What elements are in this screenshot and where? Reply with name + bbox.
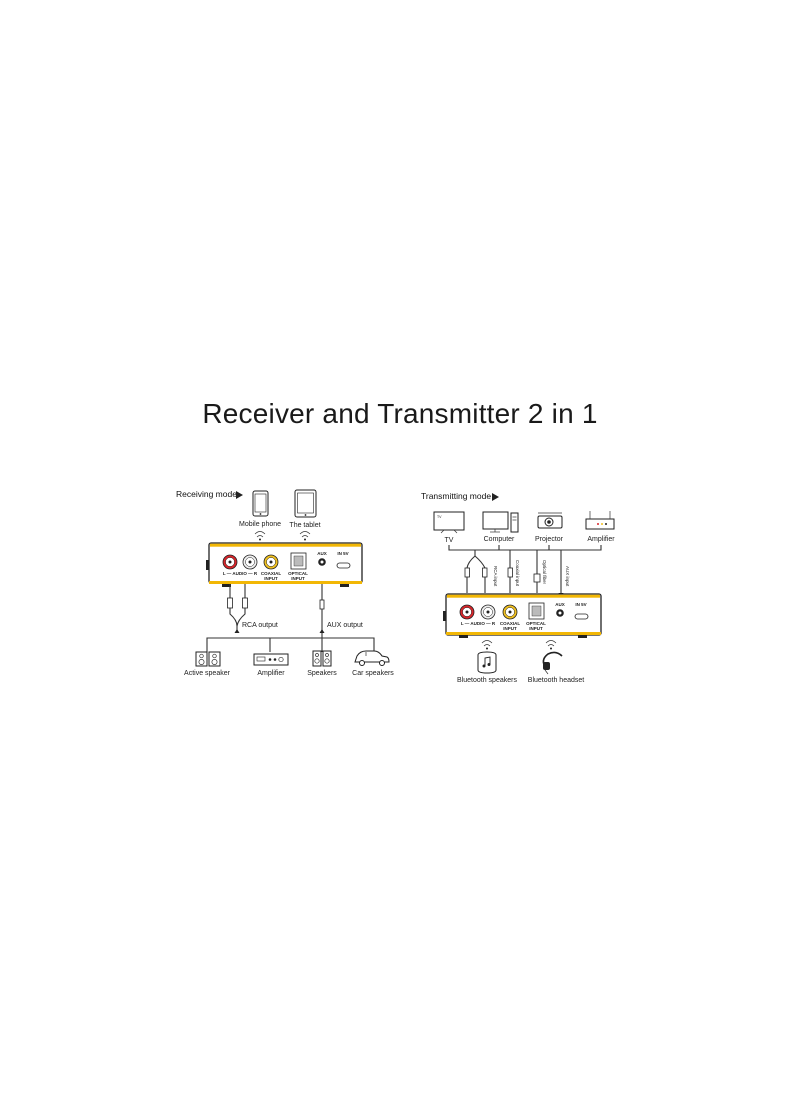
play-arrow-icon: [492, 493, 499, 501]
device-speakers: Speakers: [307, 670, 337, 677]
active-speaker-icon: [195, 651, 221, 667]
optical-input-label: Optical fiber: [542, 560, 547, 585]
port-label-coaxial-sub: INPUT: [503, 626, 517, 631]
bluetooth-speaker-icon: [477, 651, 497, 674]
rca-input-label: RCA input: [493, 566, 498, 587]
port-label-rca: L — AUDIO — R: [223, 571, 258, 576]
computer-icon: [482, 511, 519, 533]
aux-input-label: AUX input: [565, 566, 570, 587]
port-label-aux: AUX: [317, 551, 327, 556]
rca-input-cable: [464, 550, 488, 593]
mobile-phone-icon: [252, 490, 269, 517]
output-bus-line: [206, 637, 375, 652]
port-label-power: IN 5V: [575, 602, 586, 607]
device-amplifier: Amplifier: [257, 670, 285, 677]
tv-icon: TV: [433, 511, 465, 534]
coaxial-input-label: Coaxial input: [515, 560, 520, 587]
play-arrow-icon: [236, 491, 243, 499]
aux-output-label: AUX output: [327, 622, 363, 629]
tv-screen-text: TV: [437, 515, 442, 519]
receiving-mode-panel: Receiving mode Mobile phone The tablet: [176, 489, 394, 677]
device-active-speaker: Active speaker: [184, 670, 231, 677]
page-title: Receiver and Transmitter 2 in 1: [202, 398, 598, 429]
transmitter-device: L — AUDIO — R COAXIAL INPUT OPTICAL INPU…: [443, 593, 602, 638]
port-label-coaxial: COAXIAL: [261, 571, 282, 576]
speakers-icon: [312, 650, 332, 667]
port-label-optical-sub: INPUT: [529, 626, 543, 631]
rca-output-label: RCA output: [242, 622, 278, 629]
source-tablet: The tablet: [289, 522, 320, 529]
wireless-waves-icon: [254, 531, 266, 541]
car-icon: [354, 650, 390, 666]
tablet-icon: [294, 489, 317, 518]
aux-input-cable: [558, 550, 564, 597]
wireless-waves-icon: [299, 531, 311, 541]
device-bluetooth-speakers: Bluetooth speakers: [457, 677, 517, 684]
projector-icon: [537, 512, 563, 529]
port-label-optical: OPTICAL: [526, 621, 546, 626]
coaxial-input-cable: [507, 550, 513, 593]
bluetooth-headset-icon: [542, 651, 563, 675]
device-bluetooth-headset: Bluetooth headset: [528, 677, 584, 684]
port-label-coaxial: COAXIAL: [500, 621, 521, 626]
receiver-device: L — AUDIO — R COAXIAL INPUT OPTICAL INPU…: [206, 542, 363, 587]
transmitting-mode-panel: Transmitting mode TV TV Computer Proje: [421, 491, 615, 684]
aux-cable: [319, 584, 325, 633]
optical-input-cable: [533, 550, 541, 593]
source-mobile-phone: Mobile phone: [239, 521, 281, 528]
rca-cable: [227, 584, 248, 633]
port-label-optical-sub: INPUT: [291, 576, 305, 581]
transmitting-mode-label: Transmitting mode: [421, 491, 491, 501]
port-label-power: IN 5V: [337, 551, 348, 556]
device-car-speakers: Car speakers: [352, 670, 394, 677]
wireless-waves-icon: [545, 640, 557, 650]
source-computer: Computer: [484, 536, 515, 543]
port-label-aux: AUX: [555, 602, 565, 607]
port-label-optical: OPTICAL: [288, 571, 308, 576]
source-tv: TV: [445, 537, 454, 544]
port-label-rca: L — AUDIO — R: [461, 621, 496, 626]
port-label-coaxial-sub: INPUT: [264, 576, 278, 581]
amplifier-icon: [253, 653, 289, 666]
receiving-mode-label: Receiving mode: [176, 489, 237, 499]
wireless-waves-icon: [481, 640, 493, 650]
input-bus-line: [448, 545, 602, 551]
source-amplifier: Amplifier: [587, 536, 615, 543]
source-projector: Projector: [535, 536, 564, 543]
amplifier-router-icon: [585, 511, 615, 530]
